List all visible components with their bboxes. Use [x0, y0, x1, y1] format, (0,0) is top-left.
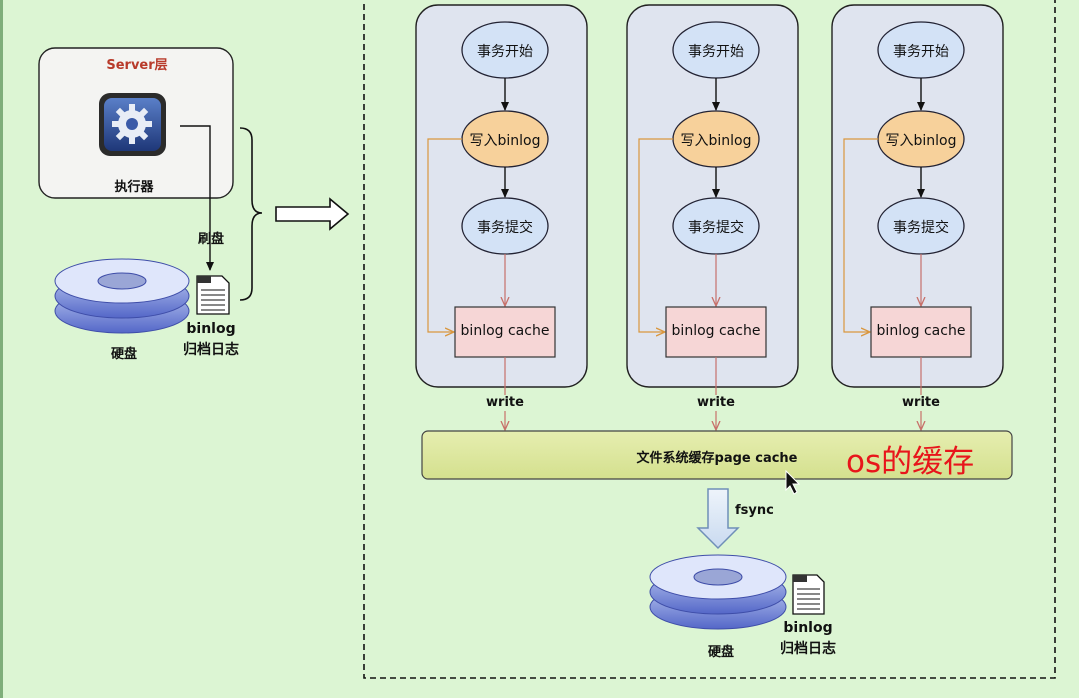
commit-label-3: 事务提交	[893, 220, 949, 236]
flush-label: 刷盘	[197, 232, 225, 247]
page-cache-label: 文件系统缓存page cache	[636, 451, 798, 466]
commit-label-2: 事务提交	[688, 220, 744, 236]
binlog-cache-box-3	[870, 306, 972, 358]
executor-label: 执行器	[114, 180, 154, 195]
write-binlog-label-3: 写入binlog	[885, 133, 957, 149]
page-cache-bar	[421, 430, 1013, 480]
write-label-1: write	[486, 395, 524, 410]
write-label-3: write	[902, 395, 940, 410]
write-label-2: write	[697, 395, 735, 410]
binlog-cache-label-2: binlog cache	[671, 323, 761, 339]
orange-cache-arrow-3	[843, 138, 878, 332]
os-cache-note: os的缓存	[846, 444, 975, 480]
binlog-cache-box-2	[665, 306, 767, 358]
start-label-3: 事务开始	[893, 44, 949, 60]
orange-cache-arrow-1	[427, 138, 462, 332]
disk-label: 硬盘	[110, 347, 138, 362]
write-binlog-label-2: 写入binlog	[680, 133, 752, 149]
start-label-1: 事务开始	[477, 44, 533, 60]
orange-cache-arrow-2	[638, 138, 673, 332]
left-edge-strip	[0, 0, 3, 698]
binlog-label: binlog	[186, 321, 236, 337]
server-title: Server层	[106, 58, 168, 73]
binlog-cache-label-1: binlog cache	[460, 323, 550, 339]
binlog-cache-label-3: binlog cache	[876, 323, 966, 339]
flush-arrow	[180, 125, 214, 271]
bottom-archive-log-label: 归档日志	[780, 641, 836, 657]
bottom-binlog-label: binlog	[783, 620, 833, 636]
log-document-icon	[196, 275, 230, 315]
archive-log-label: 归档日志	[183, 342, 239, 358]
write-binlog-label-1: 写入binlog	[469, 133, 541, 149]
binlog-cache-box-1	[454, 306, 556, 358]
commit-label-1: 事务提交	[477, 220, 533, 236]
dashed-container	[363, 0, 1056, 679]
gear-icon	[99, 93, 166, 156]
bottom-disk-label: 硬盘	[707, 645, 735, 660]
mouse-cursor-icon	[785, 469, 801, 495]
bottom-log-document-icon	[792, 574, 825, 615]
fsync-label: fsync	[735, 503, 774, 518]
curly-brace	[239, 127, 263, 301]
bottom-disk-icon	[649, 554, 787, 630]
disk-icon	[54, 258, 190, 334]
fsync-arrow	[696, 488, 740, 550]
start-label-2: 事务开始	[688, 44, 744, 60]
big-right-arrow	[275, 197, 350, 231]
